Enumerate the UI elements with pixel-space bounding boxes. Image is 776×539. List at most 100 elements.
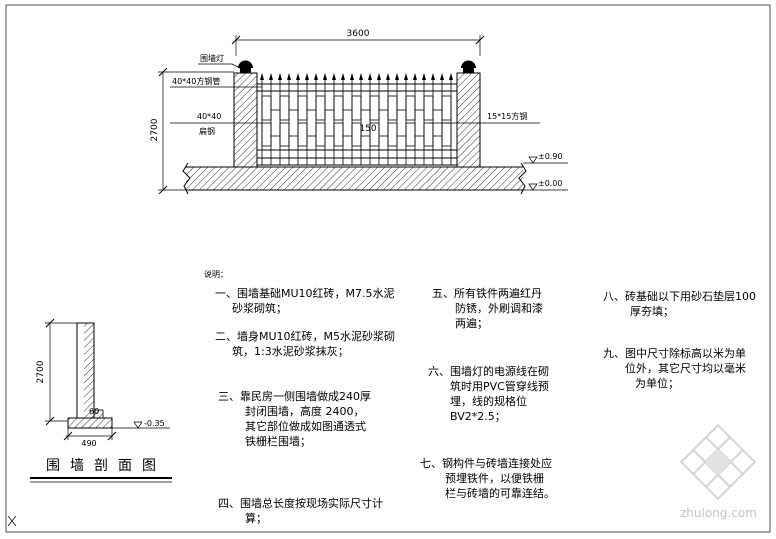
- note-line: 五、所有铁件两遍红丹: [432, 286, 542, 300]
- fence-spike: [278, 73, 282, 80]
- fence-spike: [260, 73, 264, 80]
- label-square: 15*15方钢: [487, 111, 527, 121]
- fence-spike: [269, 73, 273, 80]
- label-flat-name: 扁钢: [199, 126, 215, 136]
- note-item-7: 七、钢构件与砖墙连接处应 预埋铁件，以便铁栅 栏与砖墙的可靠连结。: [420, 456, 555, 500]
- fence-panel-box: [351, 95, 362, 121]
- fence-panel-box: [333, 122, 344, 147]
- notes-heading: 说明：: [204, 269, 228, 279]
- fence-panel-box: [423, 122, 434, 147]
- footing: [67, 417, 113, 429]
- note-item-8: 八、砖基础以下用砂石垫层100 厚夯填；: [603, 289, 756, 318]
- fence-panel-box: [279, 95, 290, 121]
- note-line: 二、墙身MU10红砖，M5水泥砂浆砌: [215, 329, 395, 343]
- note-line: 算；: [245, 511, 267, 525]
- elevation-triangle-icon: [528, 156, 538, 164]
- fence-spike: [413, 73, 417, 80]
- note-item-6: 六、围墙灯的电源线在砌 筑时用PVC管穿线预 埋，线的规格位 BV2*2.5；: [428, 364, 549, 423]
- label-post: 40*40方钢管: [172, 76, 220, 86]
- left-lamp-icon: [238, 60, 253, 73]
- note-line: 预埋铁件，以便铁栅: [445, 471, 544, 485]
- base-wall-hatch: [186, 167, 523, 190]
- dim-width-text: 3600: [347, 29, 370, 39]
- fence-panel-box: [405, 122, 416, 147]
- fence-spike: [395, 73, 399, 80]
- note-line: 七、钢构件与砖墙连接处应: [420, 456, 552, 470]
- fence-elevation: 3600 2700: [150, 29, 568, 195]
- fence-spike: [449, 73, 453, 80]
- note-line: 防锈，外刷调和漆: [455, 301, 543, 315]
- label-flat-size: 40*40: [197, 112, 221, 121]
- note-line: 一、围墙基础MU10红砖，M7.5水泥: [215, 286, 395, 300]
- fence-spike: [341, 73, 345, 80]
- fence-spike: [359, 73, 363, 80]
- note-line: 三、靠民房一侧围墙做成240厚: [218, 389, 371, 403]
- fence-spike: [323, 73, 327, 80]
- fence-panel: [257, 73, 457, 166]
- fence-spike: [386, 73, 390, 80]
- base-wall: [182, 162, 527, 195]
- fence-panel-box: [261, 95, 272, 121]
- note-item-4: 四、围墙总长度按现场实际尺寸计 算；: [218, 496, 383, 525]
- fence-panel-box: [333, 95, 344, 121]
- section-elev-text: -0.35: [144, 419, 165, 428]
- fence-spike: [287, 73, 291, 80]
- break-line-left: [182, 162, 191, 195]
- elevation-top-text: ±0.90: [538, 152, 563, 161]
- dim-tick: [158, 185, 168, 195]
- fence-panel-box: [315, 122, 326, 147]
- fence-spike: [368, 73, 372, 80]
- wall-section: 2700 60 490 -0.35 围墙剖面图: [30, 318, 172, 483]
- note-line: 八、砖基础以下用砂石垫层100: [603, 289, 756, 303]
- right-post: [456, 72, 481, 168]
- dim-tick: [45, 416, 55, 426]
- fence-spike: [422, 73, 426, 80]
- note-item-5: 五、所有铁件两遍红丹 防锈，外刷调和漆 两遍；: [432, 286, 543, 330]
- lamp-base: [463, 68, 474, 73]
- fence-spike: [431, 73, 435, 80]
- section-dim-height: 2700: [36, 360, 46, 383]
- note-line: 九、图中尺寸除标高以米为单: [603, 346, 746, 360]
- note-line: 埋，线的规格位: [450, 394, 527, 408]
- fence-panel-box: [369, 95, 380, 121]
- dim-tick: [475, 35, 485, 45]
- elevation-triangle-icon: [528, 183, 538, 191]
- fence-panel-box: [387, 122, 398, 147]
- note-line: 栏与砖墙的可靠连结。: [445, 486, 555, 500]
- fence-spike: [332, 73, 336, 80]
- fence-spike: [377, 73, 381, 80]
- elevation-mark-ground: ±0.00: [523, 179, 568, 191]
- elevation-ground-text: ±0.00: [538, 179, 563, 188]
- fence-spike: [440, 73, 444, 80]
- label-spacing: 150: [359, 124, 376, 134]
- note-line: 筑时用PVC管穿线预: [450, 379, 549, 393]
- note-item-9: 九、图中尺寸除标高以米为单 位外，其它尺寸均以毫米 为单位；: [603, 346, 746, 390]
- note-line: 砂浆砌筑；: [232, 301, 287, 315]
- wall-hatch: [84, 323, 94, 418]
- width-dimension: 3600: [231, 29, 485, 56]
- lamp-dome: [238, 60, 253, 68]
- note-item-1: 一、围墙基础MU10红砖，M7.5水泥 砂浆砌筑；: [215, 286, 395, 315]
- fence-panel-box: [297, 95, 308, 121]
- note-item-2: 二、墙身MU10红砖，M5水泥砂浆砌 筑，1:3水泥砂浆抹灰；: [215, 329, 395, 358]
- watermark-logo-icon: [679, 423, 757, 501]
- leader-lamp: [198, 63, 241, 69]
- fence-panel-box: [261, 122, 272, 147]
- note-line: 其它部位做成如图通透式: [245, 419, 366, 433]
- break-line-right: [518, 162, 527, 195]
- corner-cross-icon: [7, 515, 17, 527]
- section-dim-width: 490: [81, 439, 96, 448]
- fence-panel-box: [297, 122, 308, 147]
- fence-bars: [260, 73, 453, 165]
- notes: 说明： 一、围墙基础MU10红砖，M7.5水泥 砂浆砌筑； 二、墙身MU10红砖…: [204, 269, 756, 525]
- dim-tick: [107, 431, 117, 441]
- label-lamp: 围墙灯: [200, 53, 224, 63]
- note-line: 筑，1:3水泥砂浆抹灰；: [232, 344, 349, 358]
- fence-spike: [296, 73, 300, 80]
- section-dim-step: 60: [89, 407, 99, 416]
- note-line: 两遍；: [455, 317, 488, 330]
- fence-spike: [404, 73, 408, 80]
- fence-panel-box: [423, 95, 434, 121]
- note-line: 六、围墙灯的电源线在砌: [428, 364, 549, 378]
- fence-panel-box: [387, 95, 398, 121]
